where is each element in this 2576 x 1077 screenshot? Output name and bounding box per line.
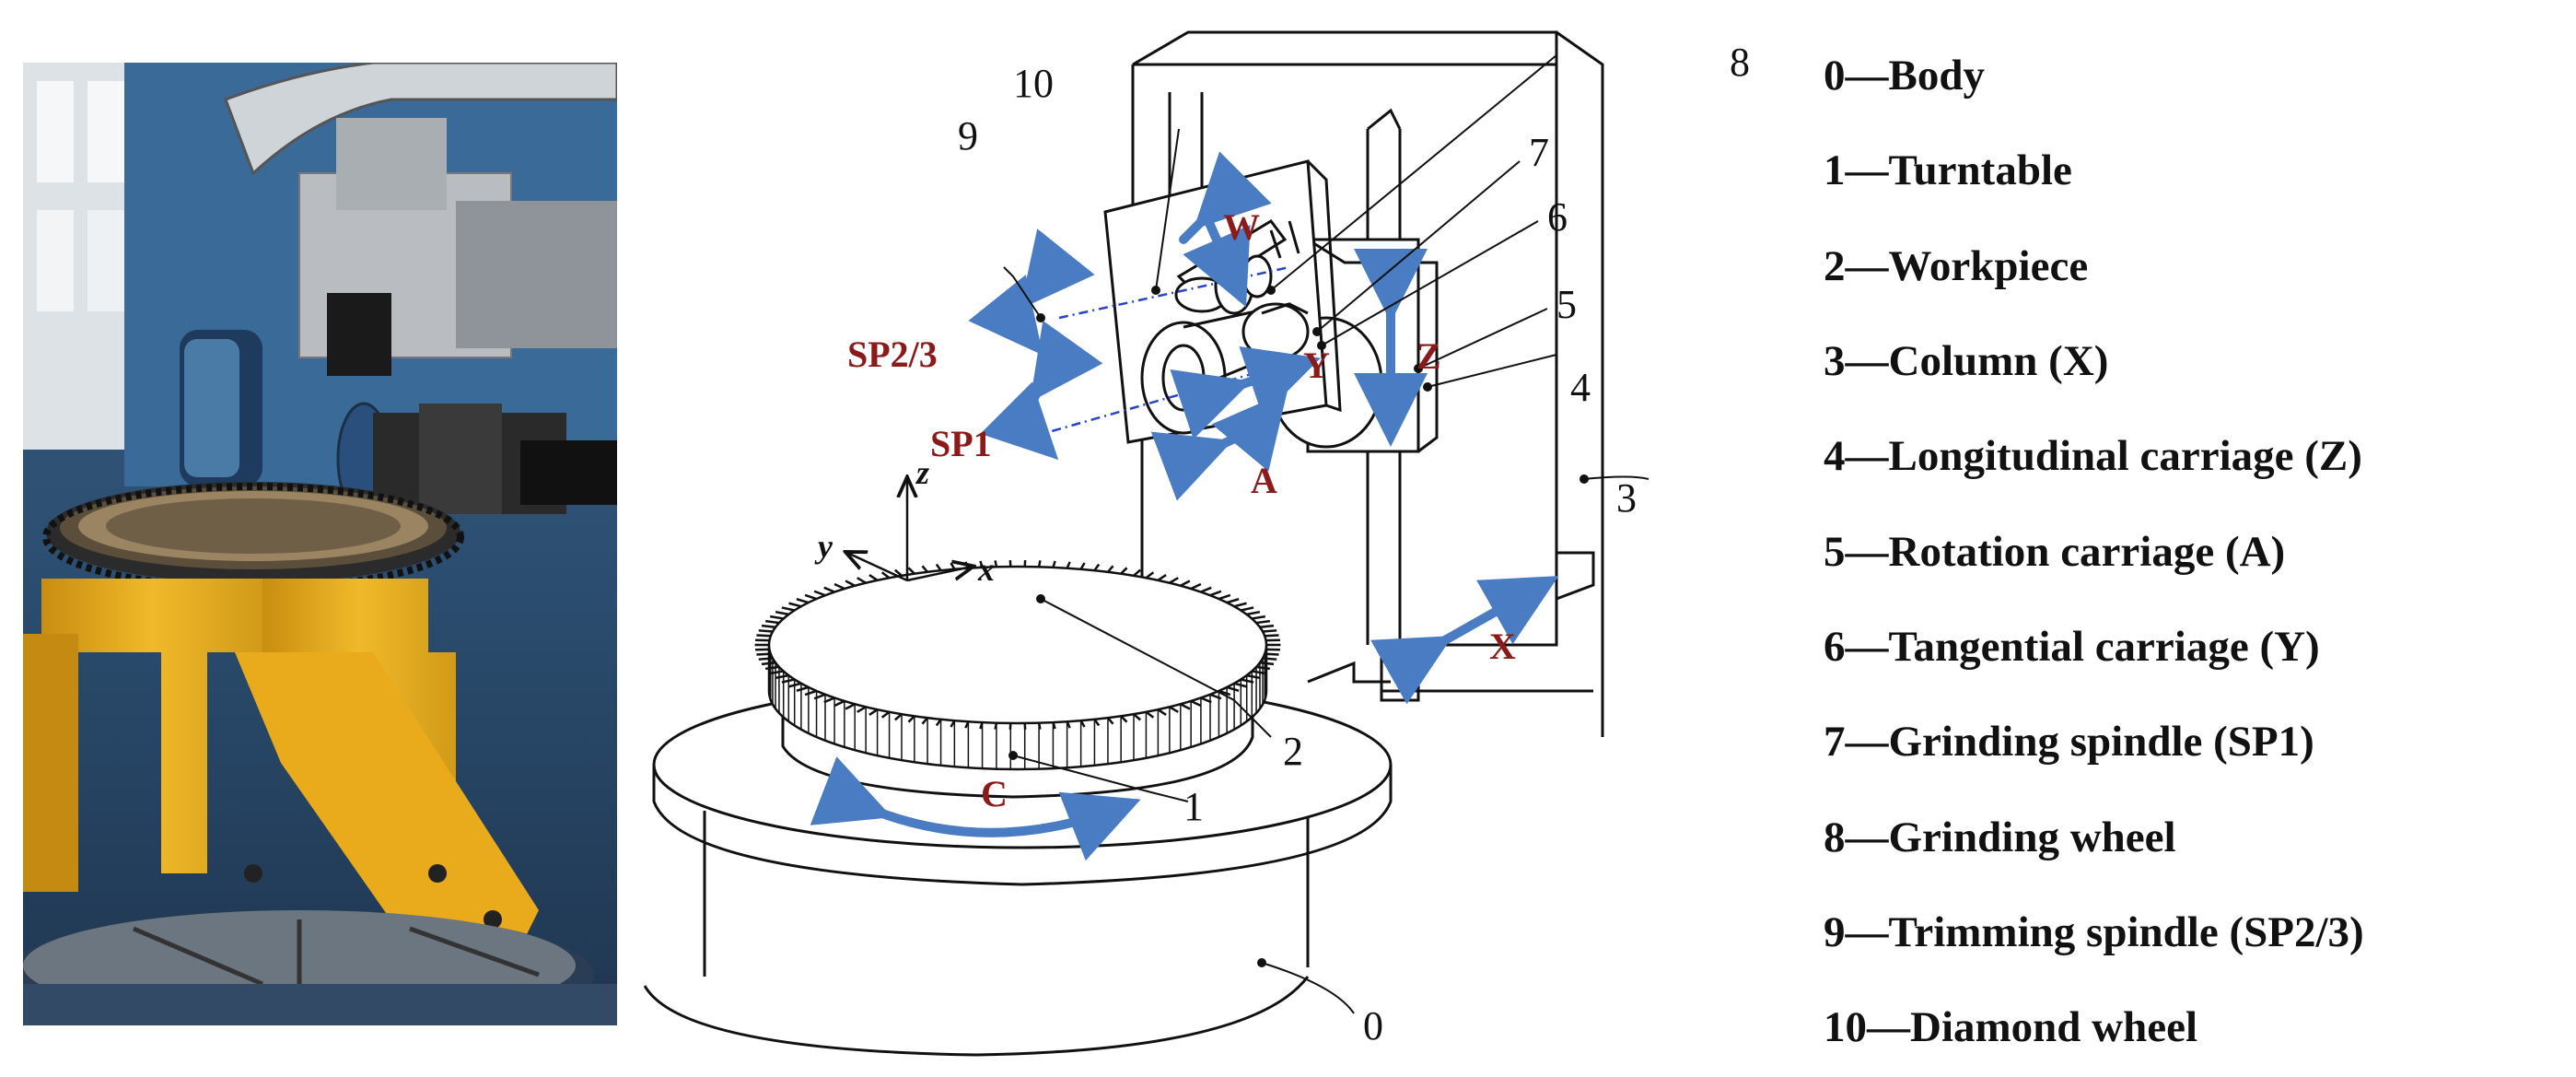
part-label-6: 6 <box>1547 194 1568 240</box>
gear-tooth <box>759 630 773 631</box>
gear-tooth <box>1256 621 1270 623</box>
gear-tooth <box>1158 575 1166 580</box>
part-label-2: 2 <box>1283 729 1303 774</box>
gear-tooth <box>788 603 800 606</box>
gear-tooth <box>882 572 890 578</box>
motion-label-y: Y <box>1303 345 1330 386</box>
gear-tooth <box>1191 584 1201 589</box>
spindle-label-sp23: SP2/3 <box>847 334 938 375</box>
legend-item: 1—Turntable <box>1824 146 2072 195</box>
gear-tooth <box>805 595 816 599</box>
gear-tooth <box>1234 603 1246 606</box>
gear-tooth <box>1260 626 1274 627</box>
part-label-0: 0 <box>1363 1003 1383 1048</box>
spindle-label-sp1: SP1 <box>930 423 992 464</box>
legend-item: 0— Body <box>1824 51 1985 100</box>
gear-tooth <box>1108 566 1113 572</box>
gear-tooth <box>762 626 775 627</box>
gear-tooth <box>1265 636 1278 637</box>
gear-tooth <box>1252 616 1265 618</box>
gear-tooth <box>814 591 825 595</box>
legend-item: 9—Trimming spindle (SP2/3) <box>1824 907 2364 957</box>
workpiece-gear <box>755 560 1281 769</box>
parts-legend: 0— Body 1—Turntable 2— Workpiece 3— Colu… <box>1824 0 2576 1072</box>
legend-item: 5— Rotation carriage (A) <box>1824 527 2285 577</box>
gear-tooth <box>775 612 788 615</box>
gear-tooth <box>1134 570 1140 576</box>
gear-tooth <box>1181 580 1190 585</box>
gear-tooth <box>857 578 866 583</box>
legend-item: 4— Longitudinal carriage (Z) <box>1824 431 2362 481</box>
motion-label-z: Z <box>1416 335 1441 377</box>
motion-arrow-sp1 <box>1031 387 1045 447</box>
gear-tooth <box>1081 563 1085 569</box>
motion-label-x: X <box>1489 626 1516 667</box>
gear-tooth <box>782 607 795 610</box>
legend-item: 3— Column (X) <box>1824 336 2108 386</box>
gear-tooth <box>1121 568 1126 573</box>
gear-tooth <box>1218 595 1230 599</box>
part-label-4: 4 <box>1570 365 1591 410</box>
part-label-3: 3 <box>1616 475 1637 521</box>
gear-tooth <box>1263 630 1276 631</box>
legend-item: 7—Grinding spindle (SP1) <box>1824 717 2314 767</box>
gear-tooth <box>765 621 779 623</box>
gear-tooth <box>1263 658 1276 659</box>
gear-tooth <box>834 584 845 589</box>
gear-tooth <box>1210 591 1221 595</box>
grinding-machine-schematic: 0 1 2 3 4 5 6 7 8 9 10 W Y Z A X C SP2/3… <box>626 0 1713 1072</box>
gear-tooth <box>1241 607 1253 610</box>
gear-tooth <box>1265 654 1278 655</box>
gear-tooth <box>908 568 914 573</box>
motion-label-c: C <box>981 773 1008 814</box>
gear-tooth <box>869 575 878 580</box>
gear-tooth <box>950 563 954 569</box>
coord-label-y: y <box>814 528 833 565</box>
coord-label-x: x <box>977 551 995 588</box>
machine-photo <box>23 63 617 1025</box>
gear-tooth <box>996 560 997 567</box>
coord-label-z: z <box>915 454 929 491</box>
gear-face <box>769 567 1266 723</box>
gear-tooth <box>845 580 855 585</box>
gear-tooth <box>1260 662 1274 664</box>
motion-label-w: W <box>1223 206 1260 248</box>
legend-item: 8—Grinding wheel <box>1824 813 2176 862</box>
part-label-10: 10 <box>1013 61 1054 106</box>
gear-tooth <box>824 588 834 592</box>
gear-tooth <box>1247 612 1260 615</box>
part-label-8-standalone: 8 <box>1730 39 1750 86</box>
part-label-7: 7 <box>1529 130 1549 175</box>
motion-label-a: A <box>1251 460 1277 501</box>
gear-tooth <box>1039 560 1040 567</box>
gear-tooth <box>756 636 770 637</box>
gear-tooth <box>1170 578 1178 583</box>
gear-tooth <box>797 599 809 603</box>
part-label-5: 5 <box>1556 282 1577 327</box>
gear-tooth <box>922 566 927 572</box>
gear-tooth <box>1227 599 1239 603</box>
gear-tooth <box>1201 588 1211 592</box>
legend-item: 6— Tangential carriage (Y) <box>1824 622 2320 672</box>
part-label-9: 9 <box>958 113 978 158</box>
legend-item: 10—Diamond wheel <box>1824 1002 2197 1052</box>
gear-tooth <box>770 616 784 618</box>
part-label-1: 1 <box>1183 784 1204 829</box>
legend-item: 2— Workpiece <box>1824 241 2088 291</box>
gear-tooth <box>1146 572 1153 578</box>
